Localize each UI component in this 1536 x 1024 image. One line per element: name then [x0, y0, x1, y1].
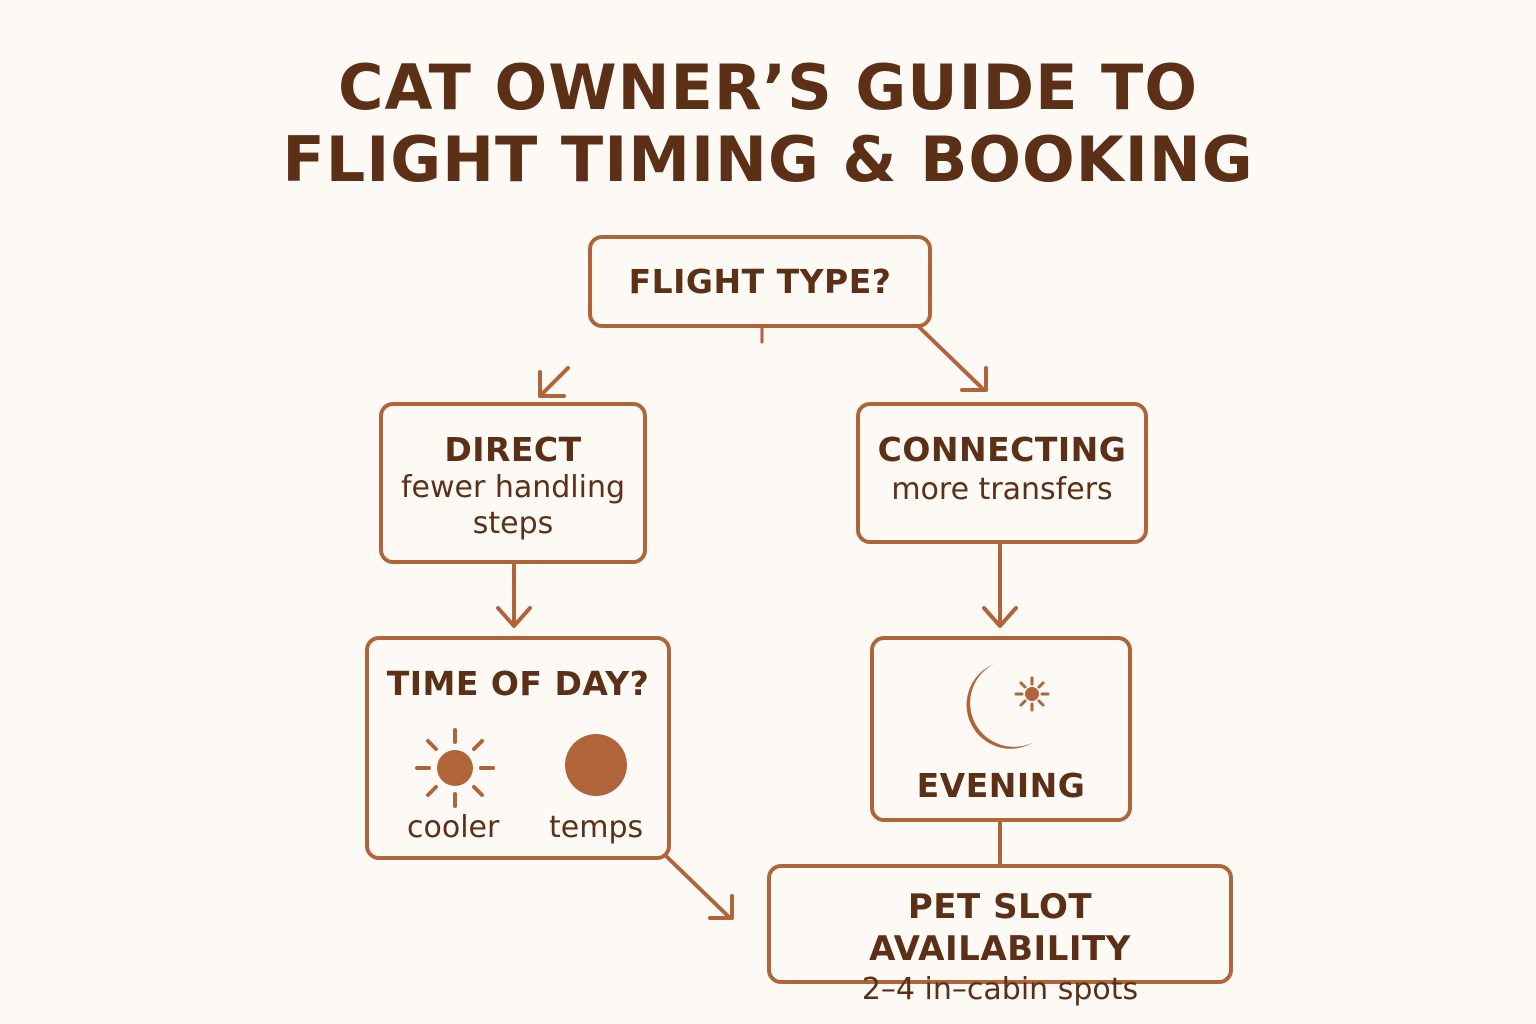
- time-of-day-labels: cooler temps: [369, 808, 667, 848]
- arrow-time-to-pet-slot: [664, 854, 734, 920]
- time-of-day-node: TIME OF DAY? cooler temps: [365, 636, 671, 860]
- direct-sub-line-2: steps: [472, 506, 554, 541]
- connecting-node: CONNECTING more transfers: [856, 402, 1148, 544]
- pet-slot-node: PET SLOT AVAILABILITY 2–4 in–cabin spots: [767, 864, 1233, 1007]
- connecting-sub: more transfers: [891, 472, 1113, 507]
- time-of-day-label: TIME OF DAY?: [386, 664, 650, 703]
- time-of-day-icons: [369, 720, 667, 810]
- pet-slot-label: PET SLOT AVAILABILITY: [869, 887, 1131, 969]
- flight-type-label: FLIGHT TYPE?: [628, 262, 892, 301]
- direct-sub-line-1: fewer handling: [400, 470, 626, 505]
- direct-node: DIRECT fewer handling steps: [379, 402, 647, 564]
- evening-label: EVENING: [916, 766, 1086, 805]
- page-title-line-1: CAT OWNER’S GUIDE TO: [337, 51, 1199, 124]
- sun-icon: [415, 728, 495, 808]
- flight-type-node: FLIGHT TYPE?: [588, 235, 932, 328]
- arrow-to-direct: [538, 366, 570, 398]
- circle-icon: [565, 734, 627, 796]
- moon-sun-icon: [966, 664, 1050, 749]
- arrow-to-connecting: [916, 324, 988, 392]
- pet-slot-sub: 2–4 in–cabin spots: [861, 972, 1139, 1007]
- connecting-label: CONNECTING: [877, 430, 1127, 469]
- evening-node: EVENING: [870, 636, 1132, 822]
- arrow-direct-to-time: [496, 562, 532, 628]
- page-title-line-2: FLIGHT TIMING & BOOKING: [282, 123, 1254, 196]
- temps-label: temps: [549, 810, 644, 845]
- cooler-label: cooler: [407, 810, 500, 845]
- direct-label: DIRECT: [444, 430, 582, 469]
- arrow-connecting-to-evening: [982, 542, 1018, 628]
